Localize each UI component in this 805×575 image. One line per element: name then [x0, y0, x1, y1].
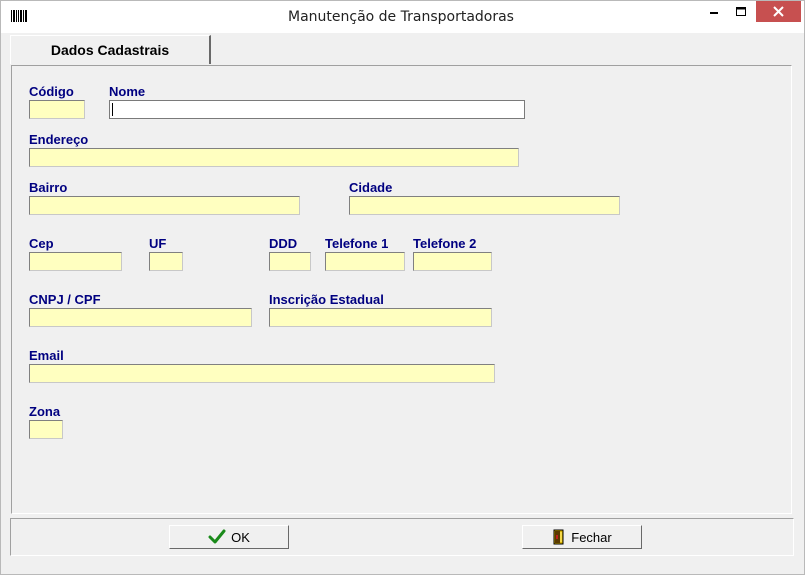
- uf-label: UF: [149, 236, 167, 251]
- form-panel: [11, 65, 792, 514]
- uf-field[interactable]: [149, 252, 183, 271]
- ddd-field[interactable]: [269, 252, 311, 271]
- bairro-field[interactable]: [29, 196, 300, 215]
- cnpj-cpf-label: CNPJ / CPF: [29, 292, 101, 307]
- fechar-button[interactable]: Fechar: [522, 525, 642, 549]
- inscricao-estadual-field[interactable]: [269, 308, 492, 327]
- email-field[interactable]: [29, 364, 495, 383]
- maximize-icon: [736, 7, 746, 16]
- telefone1-field[interactable]: [325, 252, 405, 271]
- window-title: Manutenção de Transportadoras: [288, 9, 514, 25]
- endereco-label: Endereço: [29, 132, 89, 147]
- close-icon: [773, 6, 784, 17]
- tab-label: Dados Cadastrais: [50, 42, 170, 58]
- nome-label: Nome: [109, 84, 146, 99]
- title-bar[interactable]: Manutenção de Transportadoras: [1, 1, 804, 33]
- checkmark-icon: [208, 529, 226, 544]
- email-label: Email: [29, 348, 64, 363]
- maximize-button[interactable]: [728, 1, 754, 22]
- ok-button-label: OK: [231, 529, 250, 545]
- telefone2-field[interactable]: [413, 252, 492, 271]
- ddd-label: DDD: [269, 236, 298, 251]
- button-bar: [10, 518, 794, 556]
- codigo-label: Código: [29, 84, 74, 99]
- telefone1-label: Telefone 1: [325, 236, 389, 251]
- fechar-button-label: Fechar: [571, 529, 612, 545]
- telefone2-label: Telefone 2: [413, 236, 477, 251]
- text-caret: [112, 103, 113, 116]
- cidade-label: Cidade: [349, 180, 393, 195]
- inscricao-estadual-label: Inscrição Estadual: [269, 292, 384, 307]
- cnpj-cpf-field[interactable]: [29, 308, 252, 327]
- cep-label: Cep: [29, 236, 54, 251]
- zona-label: Zona: [29, 404, 61, 419]
- minimize-button[interactable]: [701, 1, 727, 22]
- ok-button[interactable]: OK: [169, 525, 289, 549]
- nome-field[interactable]: [109, 100, 525, 119]
- tab-dados-cadastrais[interactable]: Dados Cadastrais: [10, 35, 211, 64]
- codigo-field[interactable]: [29, 100, 85, 119]
- exit-door-icon: [553, 529, 564, 545]
- close-button[interactable]: [756, 1, 801, 22]
- minimize-icon: [710, 12, 718, 14]
- bairro-label: Bairro: [29, 180, 68, 195]
- endereco-field[interactable]: [29, 148, 519, 167]
- zona-field[interactable]: [29, 420, 63, 439]
- cidade-field[interactable]: [349, 196, 620, 215]
- barcode-icon[interactable]: [11, 10, 27, 22]
- cep-field[interactable]: [29, 252, 122, 271]
